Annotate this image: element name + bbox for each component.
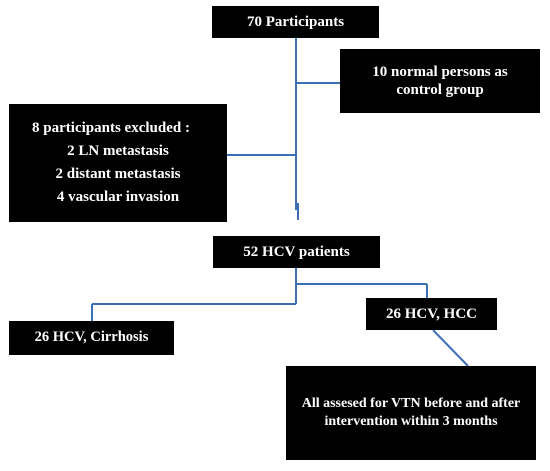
vtn-assessment-box: All assesed for VTN before and after int… <box>286 366 536 460</box>
participants-label: 70 Participants <box>246 14 345 30</box>
excluded-reason-distant: 2 distant metastasis <box>55 166 181 182</box>
connector-hcc-to-vtn <box>432 329 469 367</box>
cirrhosis-label: 26 HCV, Cirrhosis <box>34 329 149 346</box>
vtn-assessment-label: All assesed for VTN before and after int… <box>301 395 521 429</box>
hcv-patients-label: 52 HCV patients <box>243 244 350 260</box>
excluded-reason-ln: 2 LN metastasis <box>67 142 169 159</box>
excluded-box: 8 participants excluded : 2 LN metastasi… <box>9 104 227 222</box>
hcc-box: 26 HCV, HCC <box>366 298 497 330</box>
hcc-label: 26 HCV, HCC <box>386 306 477 322</box>
excluded-reason-vascular: 4 vascular invasion <box>56 189 180 206</box>
excluded-title: 8 participants excluded : <box>32 119 190 136</box>
control-group-box: 10 normal persons as control group <box>340 49 540 113</box>
hcv-patients-box: 52 HCV patients <box>213 236 380 268</box>
cirrhosis-box: 26 HCV, Cirrhosis <box>9 321 174 355</box>
control-group-label: 10 normal persons as control group <box>372 64 508 98</box>
participants-box: 70 Participants <box>212 6 379 38</box>
